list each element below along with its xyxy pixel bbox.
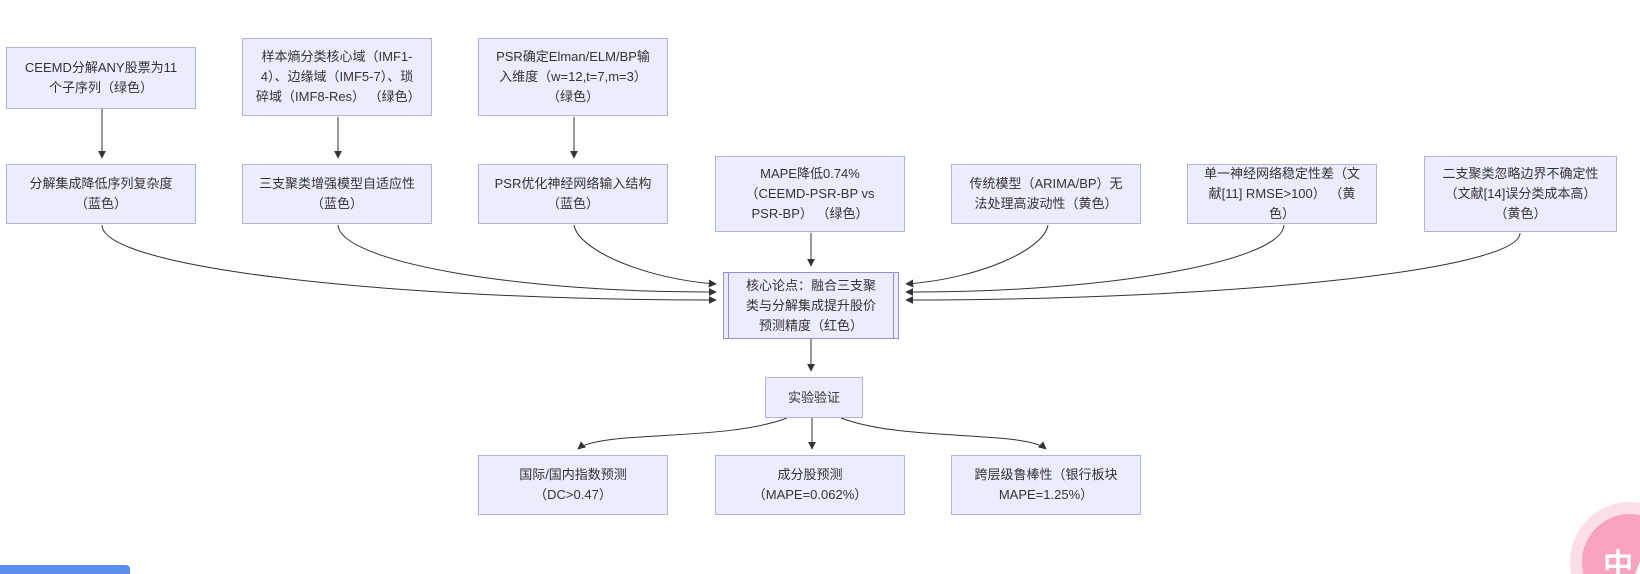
node-experiment: 实验验证: [765, 377, 863, 418]
edge-decompose-to-core: [101, 224, 717, 304]
node-label: 跨层级鲁棒性（银行板块 MAPE=1.25%）: [974, 467, 1118, 502]
node-problem-twoway: 二支聚类忽略边界不确定性（文献[14]误分类成本高）（黄色）: [1424, 156, 1617, 232]
node-label: CEEMD分解ANY股票为11个子序列（绿色）: [24, 60, 178, 95]
edge-singlenn-to-core: [905, 224, 1285, 297]
node-problem-single-nn: 单一神经网络稳定性差（文献[11] RMSE>100） （黄色）: [1187, 164, 1377, 224]
node-method-entropy: 样本熵分类核心域（IMF1-4）、边缘域（IMF5-7）、琐碎域（IMF8-Re…: [242, 38, 432, 116]
node-result-index: 国际/国内指数预测（DC>0.47）: [478, 455, 668, 515]
status-strip: [0, 565, 130, 574]
node-label: PSR优化神经网络输入结构（蓝色）: [494, 176, 652, 211]
node-method-ceemd: CEEMD分解ANY股票为11个子序列（绿色）: [6, 47, 196, 109]
translate-icon: 中A: [1603, 549, 1640, 574]
node-result-robust: 跨层级鲁棒性（银行板块 MAPE=1.25%）: [951, 455, 1141, 515]
edge-experiment-to-robust: [840, 417, 1047, 450]
translate-button[interactable]: 中A: [1582, 514, 1640, 574]
node-label: 成分股预测（MAPE=0.062%）: [752, 467, 868, 502]
node-label: MAPE降低0.74%（CEEMD-PSR-BP vs PSR-BP） （绿色）: [745, 166, 875, 221]
node-problem-traditional: 传统模型（ARIMA/BP）无法处理高波动性（黄色）: [951, 164, 1141, 224]
edge-psradv-to-core: [573, 224, 717, 288]
node-advantage-psr: PSR优化神经网络输入结构（蓝色）: [478, 164, 668, 224]
node-advantage-decompose: 分解集成降低序列复杂度（蓝色）: [6, 164, 196, 224]
node-method-psr: PSR确定Elman/ELM/BP输入维度（w=12,t=7,m=3） （绿色）: [478, 38, 668, 116]
node-label: PSR确定Elman/ELM/BP输入维度（w=12,t=7,m=3） （绿色）: [496, 49, 650, 104]
node-label: 单一神经网络稳定性差（文献[11] RMSE>100） （黄色）: [1203, 166, 1360, 221]
node-label: 实验验证: [787, 389, 840, 405]
edge-traditional-to-core: [905, 224, 1049, 288]
node-evidence-mape: MAPE降低0.74%（CEEMD-PSR-BP vs PSR-BP） （绿色）: [715, 156, 905, 232]
node-label: 分解集成降低序列复杂度（蓝色）: [29, 176, 173, 211]
node-core-thesis: 核心论点：融合三支聚类与分解集成提升股价预测精度（红色）: [723, 272, 899, 339]
node-label: 样本熵分类核心域（IMF1-4）、边缘域（IMF5-7）、琐碎域（IMF8-Re…: [256, 49, 421, 104]
node-result-stock: 成分股预测（MAPE=0.062%）: [715, 455, 905, 515]
edge-twoway-to-core: [905, 232, 1521, 304]
node-label: 传统模型（ARIMA/BP）无法处理高波动性（黄色）: [969, 176, 1123, 211]
edge-threeway-to-core: [337, 224, 717, 297]
node-label: 二支聚类忽略边界不确定性（文献[14]误分类成本高）（黄色）: [1442, 166, 1599, 221]
node-label: 核心论点：融合三支聚类与分解集成提升股价预测精度（红色）: [745, 277, 876, 333]
node-label: 三支聚类增强模型自适应性（蓝色）: [258, 176, 415, 211]
node-label: 国际/国内指数预测（DC>0.47）: [519, 467, 627, 502]
edge-experiment-to-index: [577, 417, 788, 450]
node-advantage-threeway: 三支聚类增强模型自适应性（蓝色）: [242, 164, 432, 224]
